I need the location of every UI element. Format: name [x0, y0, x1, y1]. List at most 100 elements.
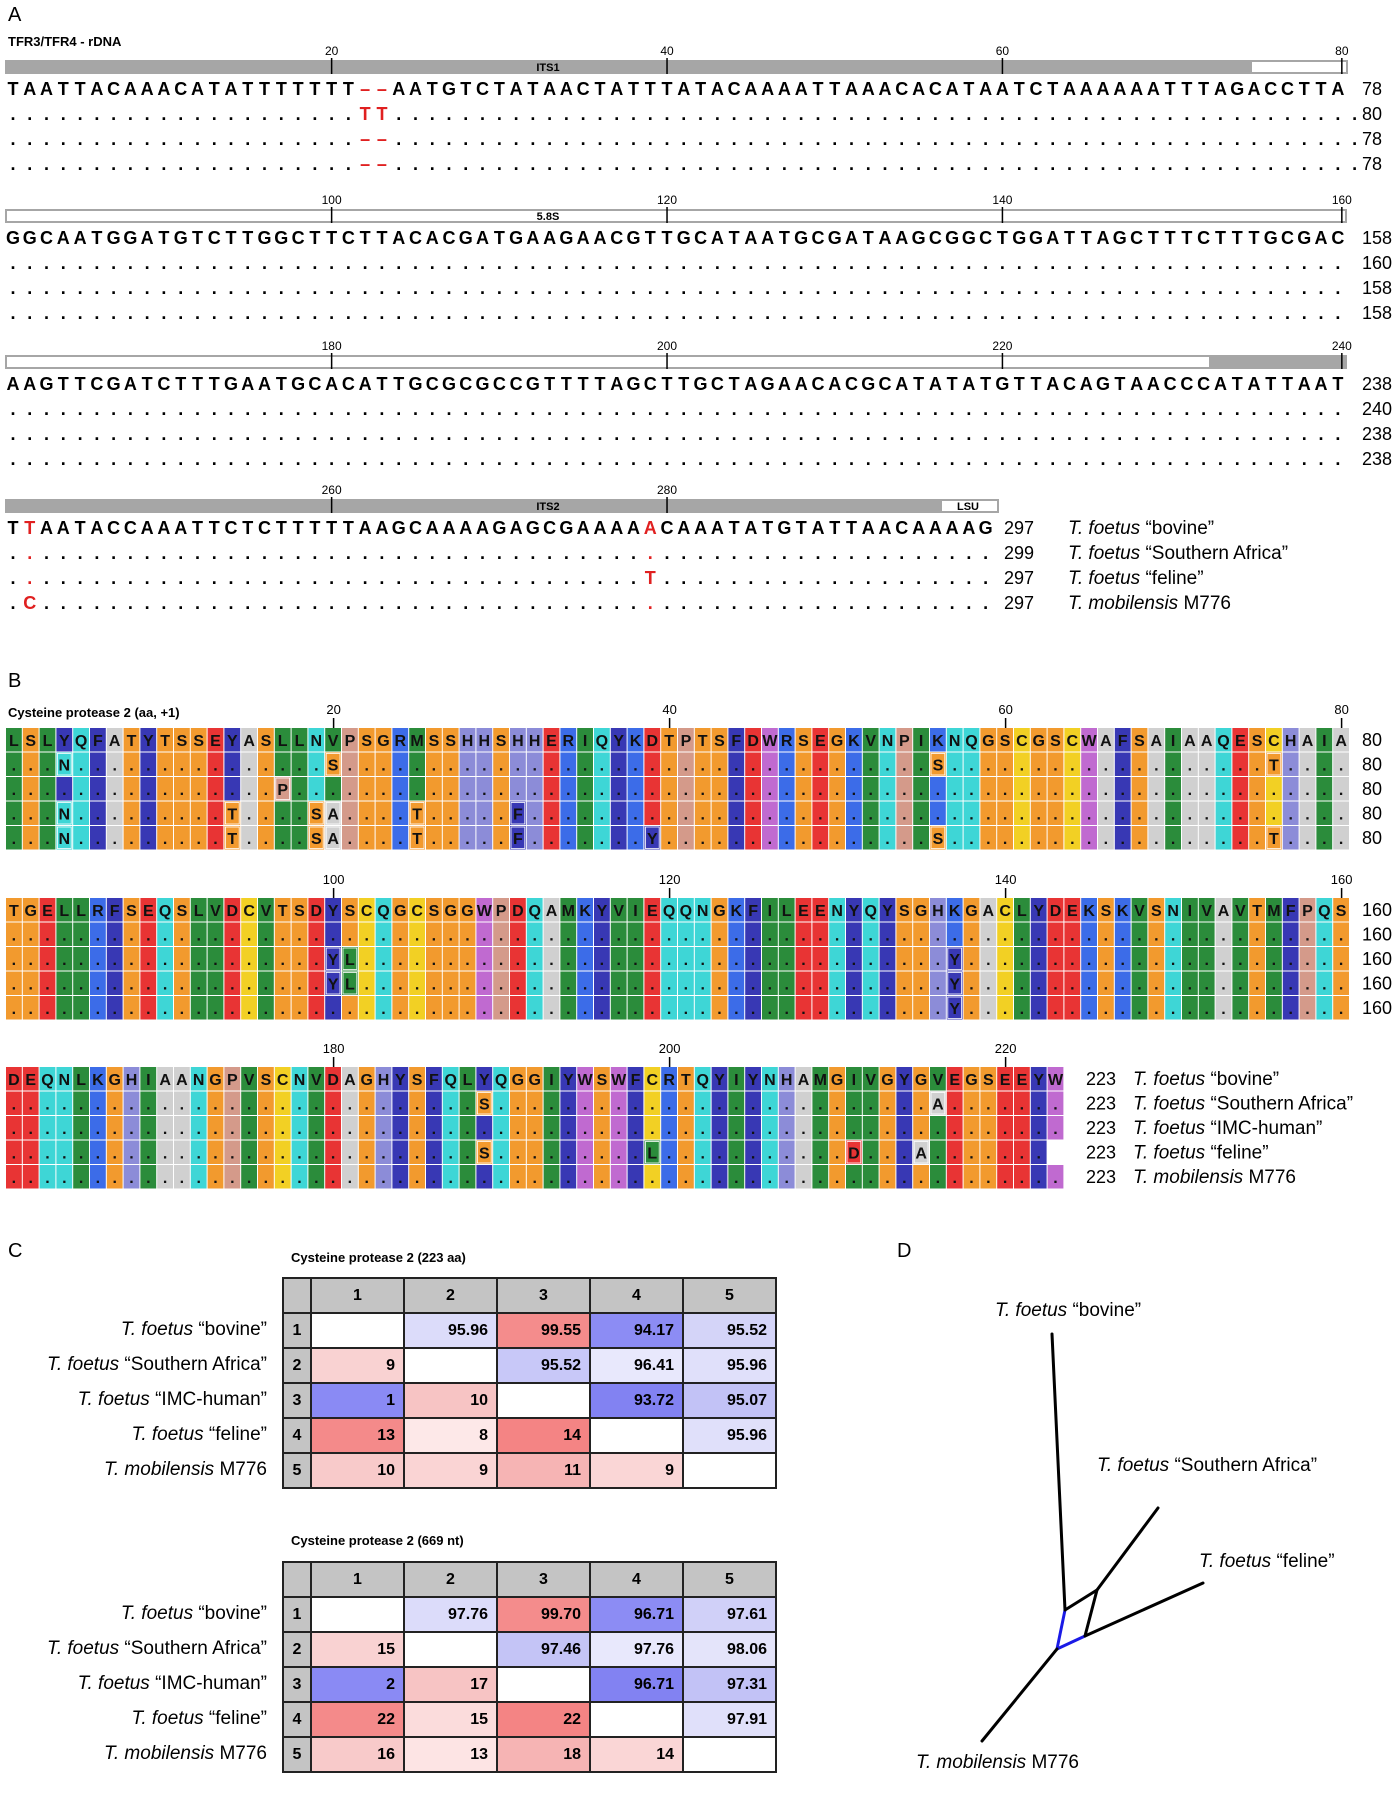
- aa-char: H: [479, 733, 491, 750]
- nt-char: .: [933, 253, 938, 273]
- nt-char: .: [1050, 303, 1055, 323]
- aa-cell: [241, 728, 257, 752]
- nt-char: .: [44, 593, 49, 613]
- aa-cell: [930, 728, 946, 752]
- nt-char: .: [732, 154, 737, 174]
- nt-char: A: [1130, 79, 1143, 99]
- nt-char: .: [1050, 424, 1055, 444]
- nt-char: .: [262, 593, 267, 613]
- nt-char: .: [715, 424, 720, 444]
- aa-char: C: [1016, 733, 1028, 750]
- nt-char: .: [111, 593, 116, 613]
- nt-char: C: [610, 228, 623, 248]
- aa-char: N: [949, 733, 961, 750]
- nt-char: .: [480, 278, 485, 298]
- nt-char: .: [61, 278, 66, 298]
- aa-char: L: [278, 733, 288, 750]
- aa-cell: [1047, 752, 1064, 776]
- nt-char: .: [547, 568, 552, 588]
- aa-cell: [358, 728, 375, 752]
- aa-char: .: [734, 758, 738, 775]
- aa-cell: [963, 728, 980, 752]
- nt-char: .: [681, 399, 686, 419]
- nt-char: .: [1084, 303, 1089, 323]
- nt-char: .: [312, 399, 317, 419]
- aa-cell: [375, 752, 392, 776]
- aa-char: H: [512, 733, 524, 750]
- nt-char: .: [245, 129, 250, 149]
- nt-char: G: [995, 374, 1009, 394]
- aa-cell: [106, 752, 123, 776]
- nt-char: A: [392, 228, 405, 248]
- nt-char: .: [396, 154, 401, 174]
- nt-char: G: [1096, 374, 1110, 394]
- nt-char: .: [832, 593, 837, 613]
- nt-char: .: [1352, 129, 1357, 149]
- aa-char: .: [717, 758, 721, 775]
- nt-char: .: [229, 104, 234, 124]
- nt-char: .: [564, 278, 569, 298]
- aa-char: .: [398, 758, 402, 775]
- nt-char: C: [1180, 374, 1193, 394]
- nt-char: .: [1201, 303, 1206, 323]
- nt-char: .: [145, 568, 150, 588]
- nt-char: T: [594, 79, 605, 99]
- nt-char: A: [946, 518, 959, 538]
- nt-char: .: [1033, 154, 1038, 174]
- nt-char: T: [192, 228, 203, 248]
- nt-char: C: [1331, 228, 1344, 248]
- seq-count: 78: [1362, 79, 1382, 99]
- aa-cell: [375, 728, 392, 752]
- nt-char: T: [309, 79, 320, 99]
- aa-char: I: [1171, 733, 1175, 750]
- nt-char: .: [1000, 278, 1005, 298]
- aa-char: R: [781, 733, 793, 750]
- nt-char: .: [346, 253, 351, 273]
- nt-char: .: [698, 104, 703, 124]
- nt-char: .: [463, 449, 468, 469]
- nt-char: A: [1331, 79, 1344, 99]
- nt-char: .: [145, 424, 150, 444]
- nt-char: T: [1165, 228, 1176, 248]
- nt-char: .: [161, 303, 166, 323]
- aa-cell: [879, 752, 896, 776]
- nt-char: A: [577, 518, 590, 538]
- panel-c-letter: C: [8, 1240, 23, 1262]
- ruler-label: 220: [992, 339, 1012, 353]
- aa-char: .: [280, 758, 284, 775]
- aa-variant: [1266, 753, 1282, 776]
- nt-char: .: [1201, 154, 1206, 174]
- seq-count: 299: [1004, 543, 1034, 563]
- nt-char: .: [916, 278, 921, 298]
- nt-char: .: [1067, 399, 1072, 419]
- nt-char: T: [494, 228, 505, 248]
- nt-char: .: [648, 154, 653, 174]
- nt-char: .: [480, 399, 485, 419]
- nt-char: .: [10, 568, 15, 588]
- nt-char: .: [497, 399, 502, 419]
- region-label: LSU: [957, 501, 979, 513]
- nt-char: .: [698, 449, 703, 469]
- nt-char: .: [78, 449, 83, 469]
- nt-char: C: [1281, 79, 1294, 99]
- nt-char: .: [379, 568, 384, 588]
- nt-char: C: [493, 374, 506, 394]
- aa-cell: [627, 752, 644, 776]
- nt-char: T: [376, 104, 387, 124]
- nt-char: .: [78, 154, 83, 174]
- nt-char: T: [578, 374, 589, 394]
- aa-cell: [1333, 728, 1349, 752]
- aa-cell: [980, 728, 997, 752]
- nt-char: .: [564, 154, 569, 174]
- nt-char: .: [581, 129, 586, 149]
- aa-cell: [6, 777, 22, 801]
- nt-char: .: [10, 104, 15, 124]
- nt-char: .: [94, 303, 99, 323]
- aa-cell: [510, 728, 526, 752]
- nt-char: .: [396, 104, 401, 124]
- aa-cell: [1064, 752, 1081, 776]
- nt-char: C: [409, 518, 422, 538]
- nt-char: .: [396, 424, 401, 444]
- table-row-label: T. foetus “feline”: [131, 1708, 267, 1729]
- nt-char: C: [107, 79, 120, 99]
